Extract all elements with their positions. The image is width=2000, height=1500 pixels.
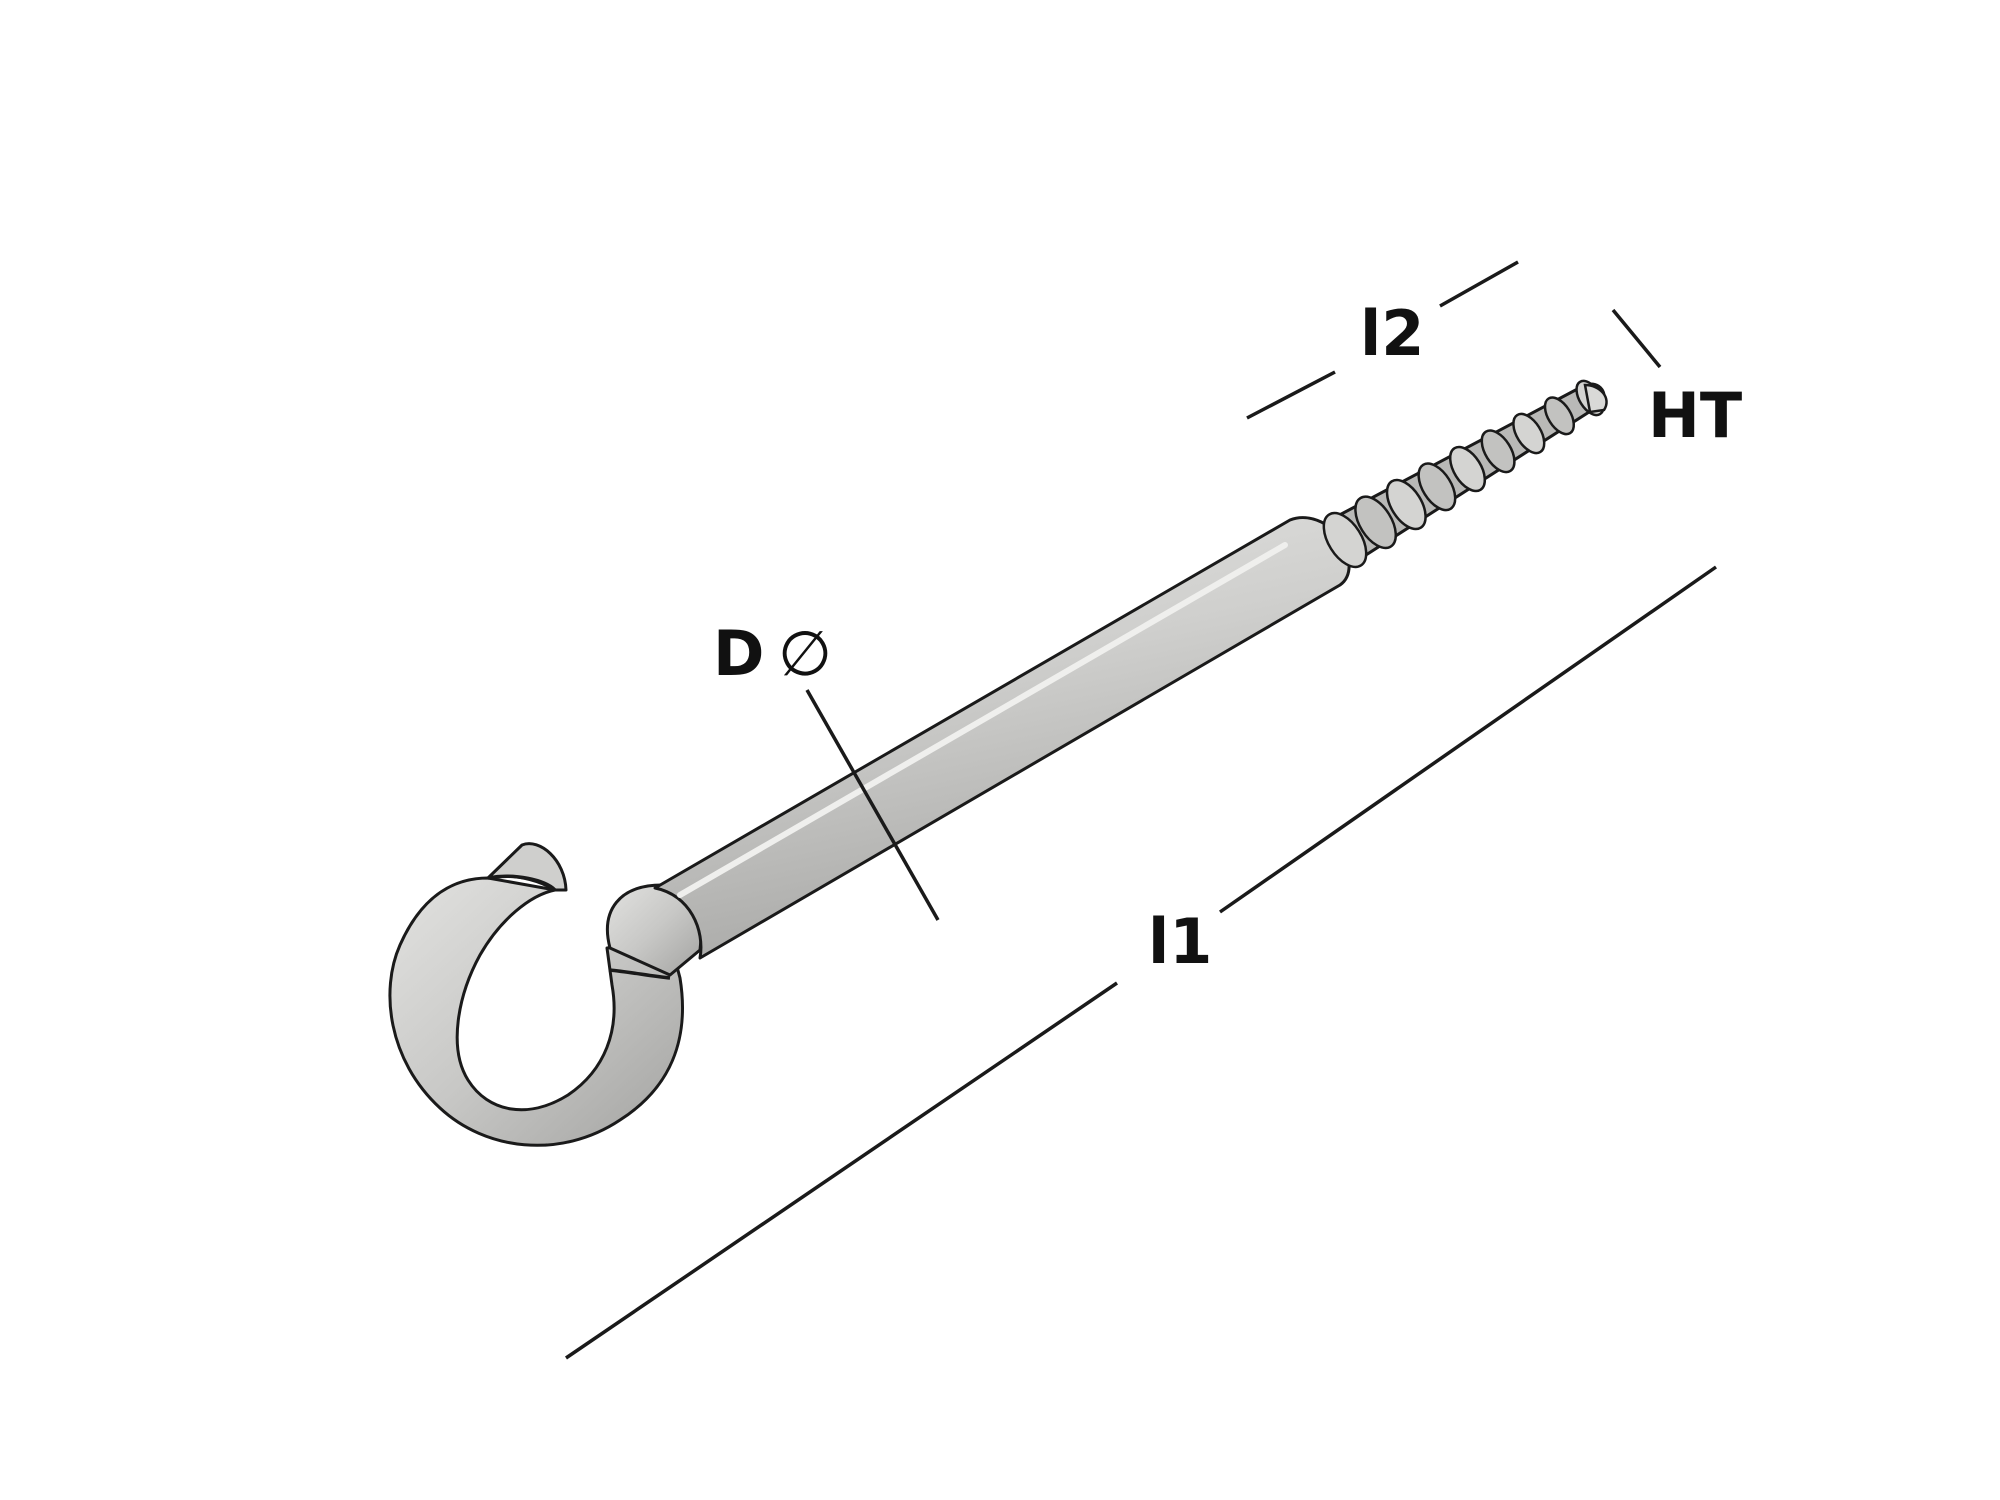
ht-label: HT: [1648, 379, 1742, 452]
thread-turn: [1417, 462, 1457, 512]
thread-turn: [1385, 478, 1427, 531]
hook-bend: [388, 876, 684, 1147]
diameter-label: D: [713, 617, 764, 690]
ht-leader-line: [1611, 308, 1662, 369]
l1-label: l1: [1148, 905, 1212, 978]
shank: [653, 516, 1351, 960]
shank-highlight: [677, 542, 1288, 898]
l2-dimension-line-upper: [1439, 260, 1519, 308]
thread-turn: [1543, 396, 1576, 436]
hook-tip-seam: [487, 874, 557, 892]
dimension-labels: l1 l2 HT D ∅: [713, 297, 1742, 978]
diameter-symbol: ∅: [778, 617, 832, 690]
thread-turn: [1512, 412, 1546, 455]
hook-elbow-seam: [608, 968, 671, 980]
hook-screw-icon: [388, 379, 1608, 1147]
screw-thread: [1322, 379, 1608, 569]
thread-turn: [1480, 429, 1516, 474]
thread-turn: [1448, 445, 1487, 493]
dimension-lines: [565, 260, 1717, 1360]
thread-turn: [1354, 495, 1398, 550]
thread-turns: [1322, 379, 1608, 569]
l1-dimension-line-upper: [1219, 565, 1717, 914]
screw-tip: [1583, 383, 1608, 414]
l2-label: l2: [1360, 297, 1424, 370]
thread-turn: [1322, 511, 1368, 569]
diameter-leader-line: [805, 689, 940, 921]
l2-dimension-line-lower: [1246, 370, 1336, 420]
l1-dimension-line-lower: [565, 981, 1118, 1360]
